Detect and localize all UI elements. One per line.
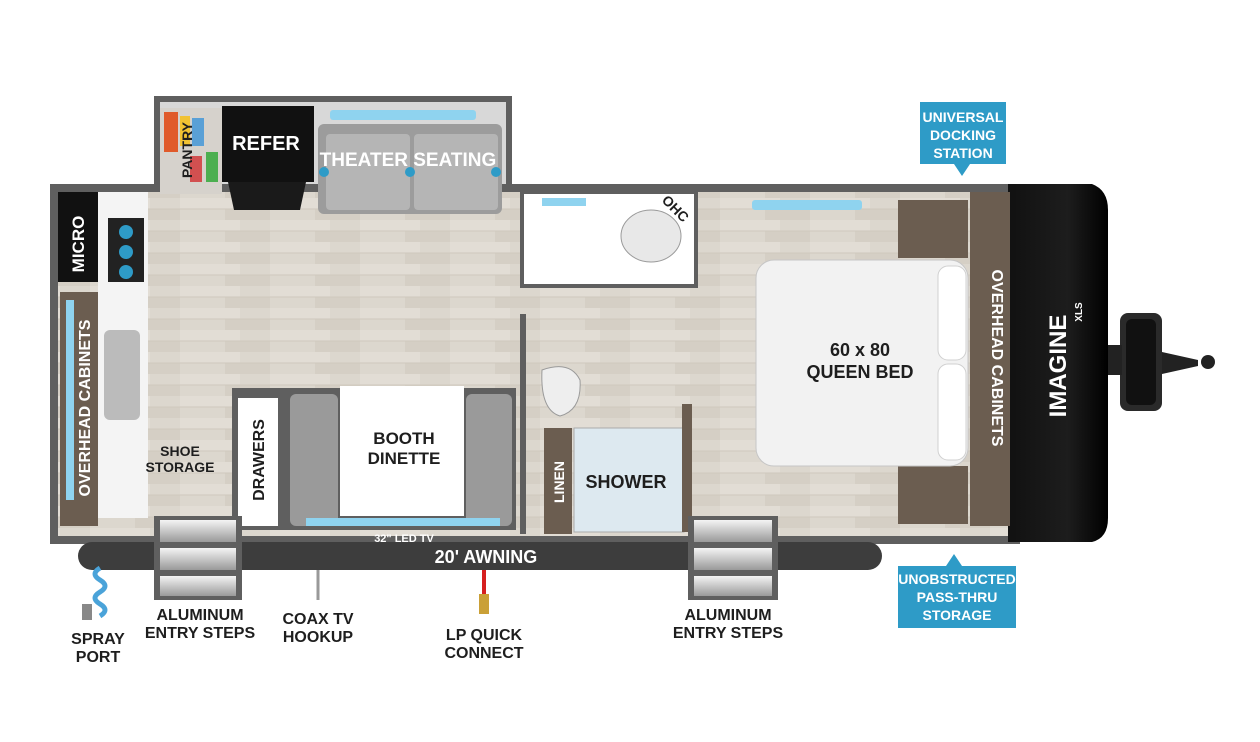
kitchen-counter xyxy=(58,192,148,526)
passthru-label-2: PASS-THRU xyxy=(917,589,998,605)
callout-docking-station: UNIVERSAL DOCKING STATION xyxy=(920,102,1006,176)
docking-label-2: DOCKING xyxy=(930,127,996,143)
queen-bed-label-1: 60 x 80 xyxy=(830,340,890,360)
micro-label: MICRO xyxy=(69,216,88,273)
spray-port-hose xyxy=(82,565,108,620)
entry-steps-right-label-2: ENTRY STEPS xyxy=(673,625,784,642)
dinette xyxy=(232,386,516,530)
pantry xyxy=(160,108,222,194)
refer-label: REFER xyxy=(232,133,300,155)
lp-label-1: LP QUICK xyxy=(446,627,523,644)
booth-dinette-label-1: BOOTH xyxy=(373,429,434,448)
entry-steps-left-label-2: ENTRY STEPS xyxy=(145,625,256,642)
refrigerator xyxy=(222,106,314,210)
shoe-storage-label-1: SHOE xyxy=(160,443,200,459)
entry-steps-right-label-1: ALUMINUM xyxy=(684,607,771,624)
brand-logo-text: IMAGINE xyxy=(1045,315,1072,418)
callout-pass-thru-storage: UNOBSTRUCTED PASS-THRU STORAGE xyxy=(898,554,1016,628)
theater-seating xyxy=(318,110,502,214)
pantry-label: PANTRY xyxy=(179,121,195,178)
drawers-label: DRAWERS xyxy=(251,419,268,501)
overhead-cabinets-left-label: OVERHEAD CABINETS xyxy=(77,319,94,496)
shower-label: SHOWER xyxy=(586,472,667,492)
bathroom xyxy=(520,190,698,534)
led-tv-label: 32" LED TV xyxy=(374,533,434,545)
lp-line xyxy=(479,570,489,614)
brand-logo: IMAGINE XLS xyxy=(1045,302,1085,417)
linen-label: LINEN xyxy=(551,461,567,503)
lp-label-2: CONNECT xyxy=(444,645,523,662)
brand-logo-suffix: XLS xyxy=(1074,302,1085,322)
entry-steps-left-label-1: ALUMINUM xyxy=(156,607,243,624)
overhead-cabinets-right-label: OVERHEAD CABINETS xyxy=(988,270,1005,447)
entry-steps-left xyxy=(154,516,242,600)
awning-label: 20' AWNING xyxy=(435,547,538,567)
bed xyxy=(752,192,1010,526)
shoe-storage-label-2: STORAGE xyxy=(146,459,215,475)
spray-port-label-1: SPRAY xyxy=(71,631,125,648)
docking-label-3: STATION xyxy=(933,145,992,161)
theater-seating-label: THEATER SEATING xyxy=(320,150,497,171)
coax-label-2: HOOKUP xyxy=(283,629,354,646)
hitch xyxy=(1108,313,1215,411)
awning-bar xyxy=(78,542,882,570)
front-cap xyxy=(1008,184,1108,542)
docking-label-1: UNIVERSAL xyxy=(923,109,1004,125)
spray-port-label-2: PORT xyxy=(76,649,121,666)
entry-steps-right xyxy=(688,516,778,600)
queen-bed-label-2: QUEEN BED xyxy=(806,362,913,382)
passthru-label-1: UNOBSTRUCTED xyxy=(898,571,1015,587)
booth-dinette-label-2: DINETTE xyxy=(368,449,441,468)
passthru-label-3: STORAGE xyxy=(923,607,992,623)
coax-label-1: COAX TV xyxy=(282,611,353,628)
